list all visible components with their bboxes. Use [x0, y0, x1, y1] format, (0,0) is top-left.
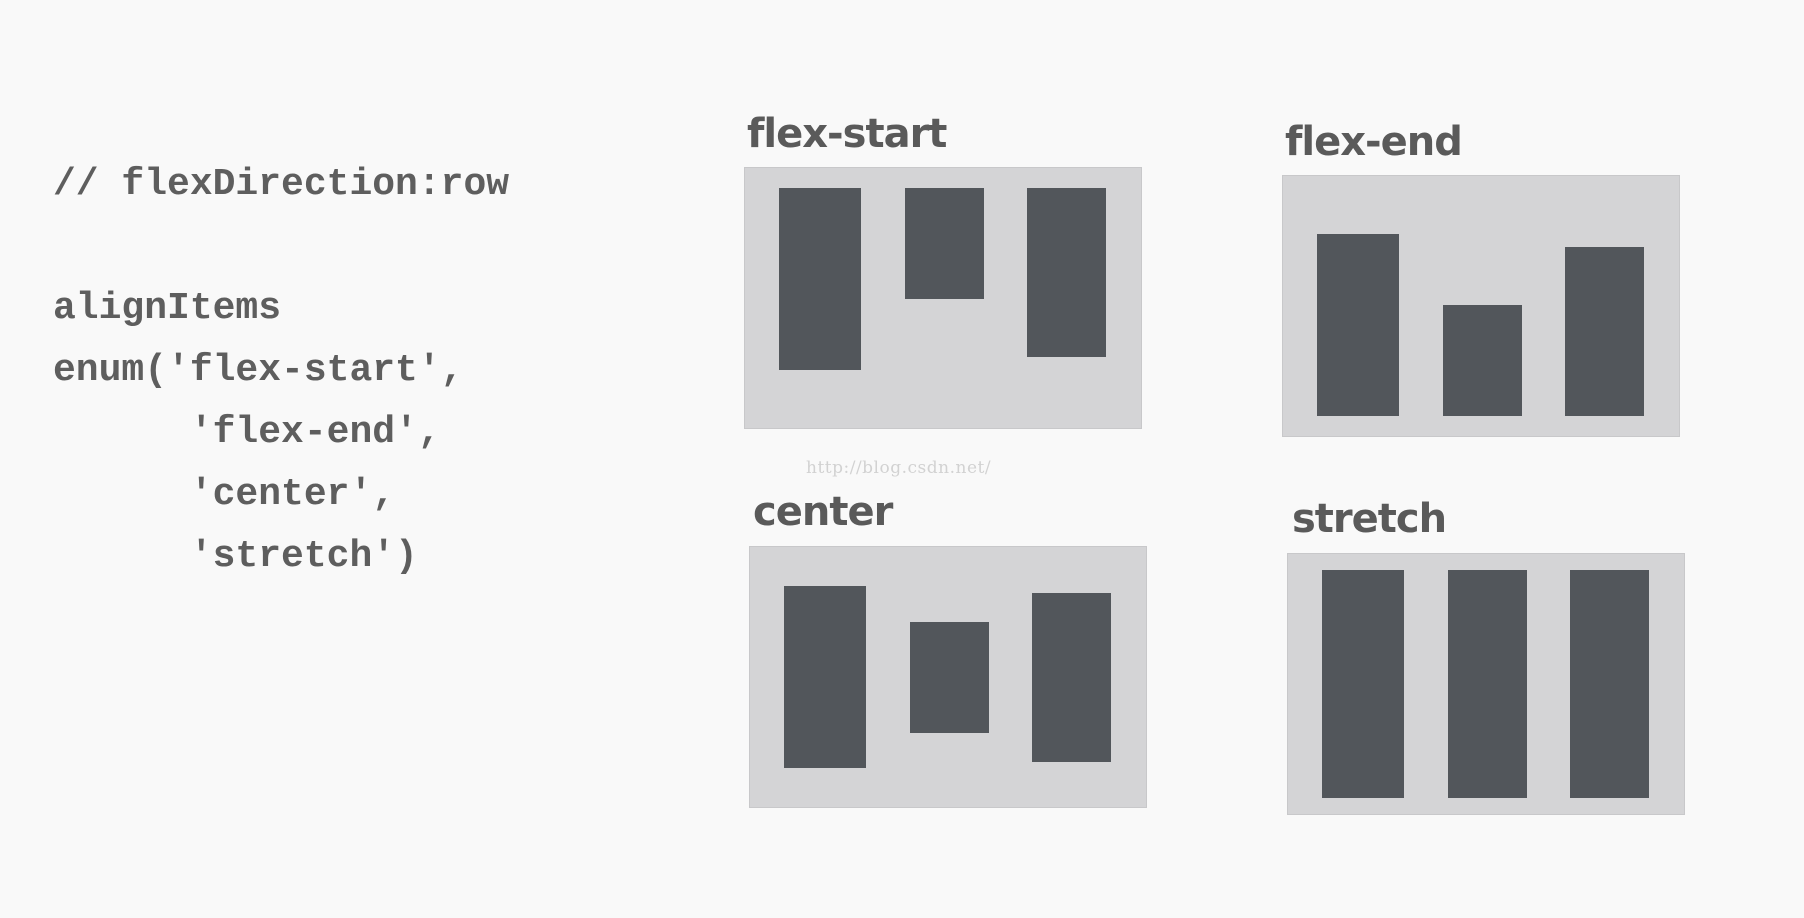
code-comment-line: // flexDirection:row	[53, 163, 510, 206]
flex-item-bar	[905, 188, 984, 299]
flex-item-bar	[1448, 570, 1527, 798]
flex-item-bar	[1317, 234, 1399, 416]
watermark: http://blog.csdn.net/	[806, 458, 992, 478]
panel-title: center	[753, 489, 893, 535]
flex-item-bar	[779, 188, 861, 370]
flex-item-bar	[1027, 188, 1106, 357]
code-enum-line: enum('flex-start',	[53, 349, 464, 392]
flex-item-bar	[1565, 247, 1644, 416]
flex-item-bar	[1443, 305, 1522, 416]
panel-title: flex-end	[1285, 119, 1463, 165]
flex-item-bar	[910, 621, 989, 733]
flex-item-bar	[1322, 570, 1404, 798]
flex-item-bar	[784, 586, 866, 768]
panel-box	[749, 546, 1147, 808]
panel-title: stretch	[1292, 496, 1447, 542]
panel-title: flex-start	[747, 111, 947, 157]
flex-item-bar	[1032, 592, 1111, 762]
flex-item-bar	[1570, 570, 1649, 798]
code-enum-value-line: 'stretch')	[53, 535, 418, 578]
code-enum-value-line: 'flex-end',	[53, 411, 441, 454]
panel-box	[744, 167, 1142, 429]
code-property-line: alignItems	[53, 287, 282, 330]
code-enum-value-line: 'center',	[53, 473, 396, 516]
panel-box	[1282, 175, 1680, 437]
panel-box	[1287, 553, 1685, 815]
